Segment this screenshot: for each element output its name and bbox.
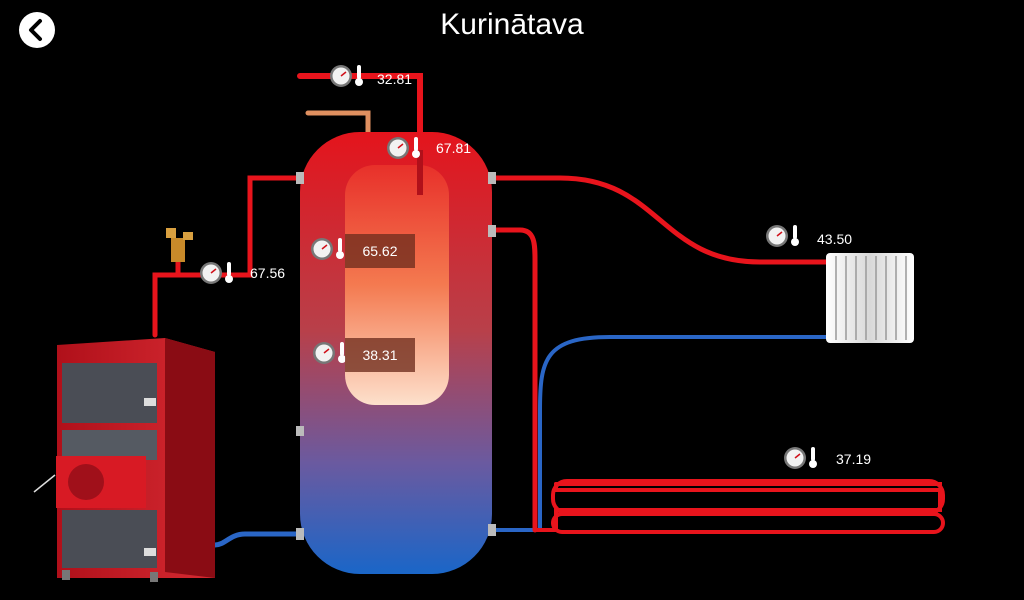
temp-floor-heating: 37.19 xyxy=(836,451,872,467)
boiler-icon xyxy=(33,338,215,582)
page-title: Kurinātava xyxy=(440,8,584,41)
pressure-gauge-icon xyxy=(766,225,788,247)
thermometer-icon xyxy=(791,225,799,246)
valve-icon xyxy=(166,228,193,262)
temp-tank-top: 67.81 xyxy=(436,140,472,156)
chevron-left-icon xyxy=(29,19,42,41)
instruments xyxy=(200,65,817,469)
pressure-gauge-icon xyxy=(784,447,806,469)
pressure-gauge-icon xyxy=(311,238,333,260)
temp-radiator: 43.50 xyxy=(817,231,853,247)
thermometer-icon xyxy=(355,65,363,86)
temp-boiler-out: 67.56 xyxy=(250,265,286,281)
back-button[interactable] xyxy=(19,12,55,48)
pressure-gauge-icon xyxy=(387,137,409,159)
thermometer-icon xyxy=(412,137,420,158)
thermometer-icon xyxy=(336,238,344,259)
radiator-icon xyxy=(826,253,914,343)
temp-tank-upper: 65.62 xyxy=(345,234,415,268)
pressure-gauge-icon xyxy=(330,65,352,87)
pressure-gauge-icon xyxy=(313,342,335,364)
temp-tank-lower: 38.31 xyxy=(345,338,415,372)
thermometer-icon xyxy=(809,447,817,468)
pressure-gauge-icon xyxy=(200,262,222,284)
thermometer-icon xyxy=(338,342,346,363)
temp-feed-top: 32.81 xyxy=(377,71,413,87)
pipes xyxy=(152,73,945,548)
thermometer-icon xyxy=(225,262,233,283)
